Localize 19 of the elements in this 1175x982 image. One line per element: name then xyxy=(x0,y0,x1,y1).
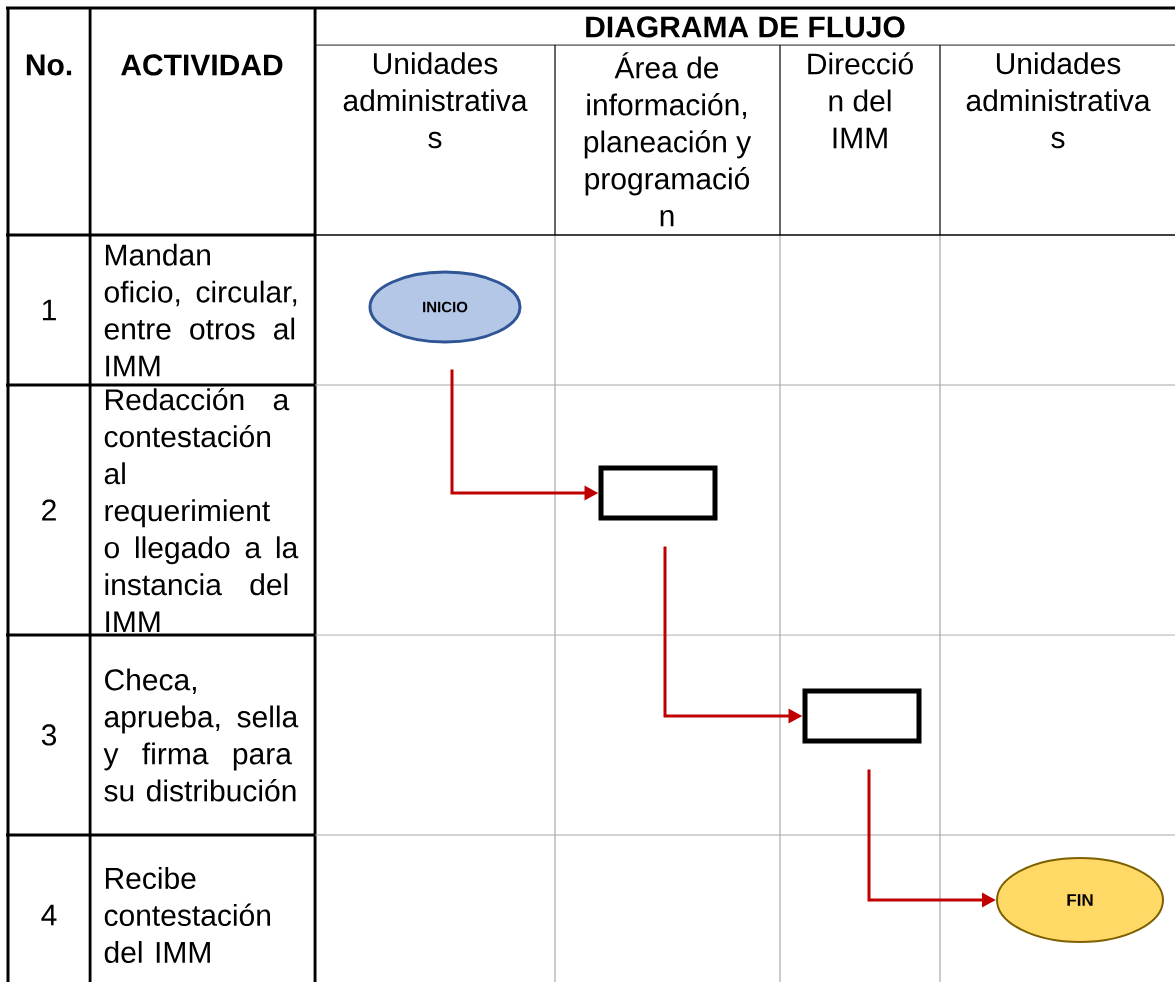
column-header: Área de información, planeación y programació n xyxy=(584,52,752,227)
column-header: Unidades administrativa s xyxy=(343,52,528,149)
end-oval: FIN xyxy=(996,857,1164,943)
row-number: 2 xyxy=(42,499,56,521)
process-box xyxy=(802,688,922,744)
activity-text: Recibe contestación del IMM xyxy=(104,867,270,963)
activity-text: Checa, aprueba, sella y firma para su distribución xyxy=(103,668,299,802)
table-header: No. xyxy=(26,54,72,76)
process-box xyxy=(598,465,718,521)
row-number: 4 xyxy=(41,904,57,926)
start-oval: INICIO xyxy=(368,270,522,344)
table-header: DIAGRAMA DE FLUJO xyxy=(586,16,905,38)
column-header: Direcció n del IMM xyxy=(808,52,913,149)
activity-text: Redacción a contestación al requerimient o llegado a la instancia del IMM xyxy=(104,387,299,633)
table-header: ACTIVIDAD xyxy=(121,54,283,76)
row-number: 3 xyxy=(41,724,57,746)
column-header: Unidades administrativa s xyxy=(966,52,1151,149)
row-number: 1 xyxy=(42,299,56,321)
activity-text: Mandan oficio, circular, entre otros al IMM xyxy=(104,243,297,377)
